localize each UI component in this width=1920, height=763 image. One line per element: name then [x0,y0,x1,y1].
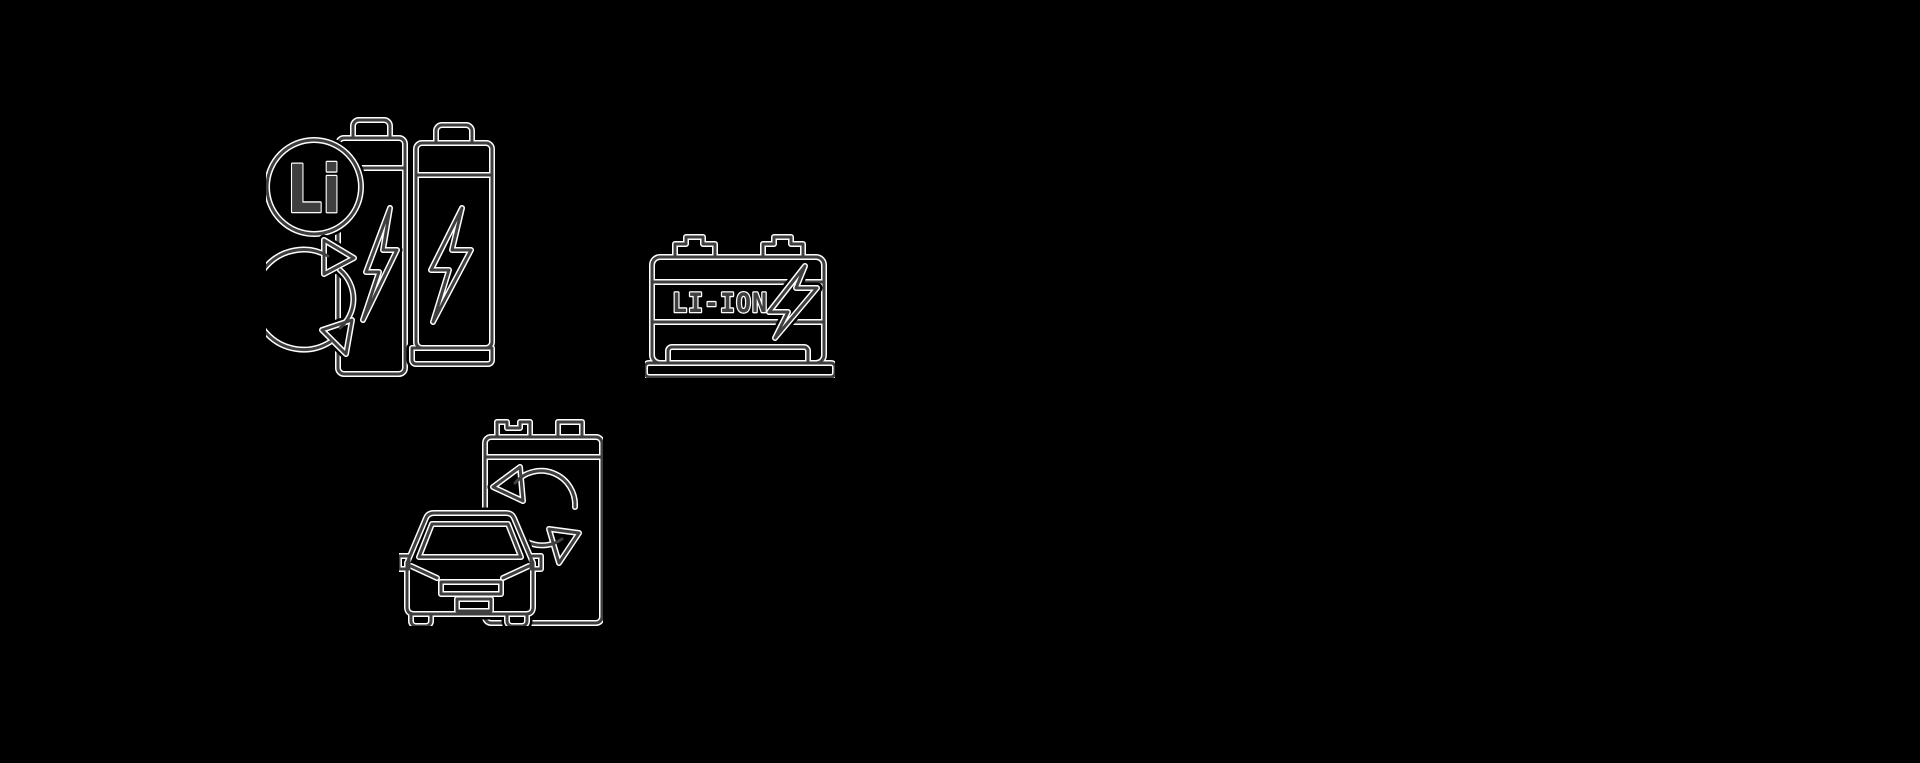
lightning-bolt-icon [429,206,473,324]
li-ion-car-battery-icon: LI-ION [645,231,835,378]
lithium-batteries-recycling-icon: Li [266,114,495,380]
lightning-bolt-icon [767,264,819,340]
lithium-element-circle [266,138,363,236]
ev-battery-body [483,420,603,625]
recycling-arrows-icon [266,238,356,356]
lithium-symbol-label: Li [287,151,341,228]
li-ion-label: LI-ION [672,288,768,319]
car-front-icon [399,511,543,626]
small-lightning-bolt-icon [361,206,399,322]
ev-car-battery-recycling-icon [399,417,603,626]
battery-right [410,123,494,366]
